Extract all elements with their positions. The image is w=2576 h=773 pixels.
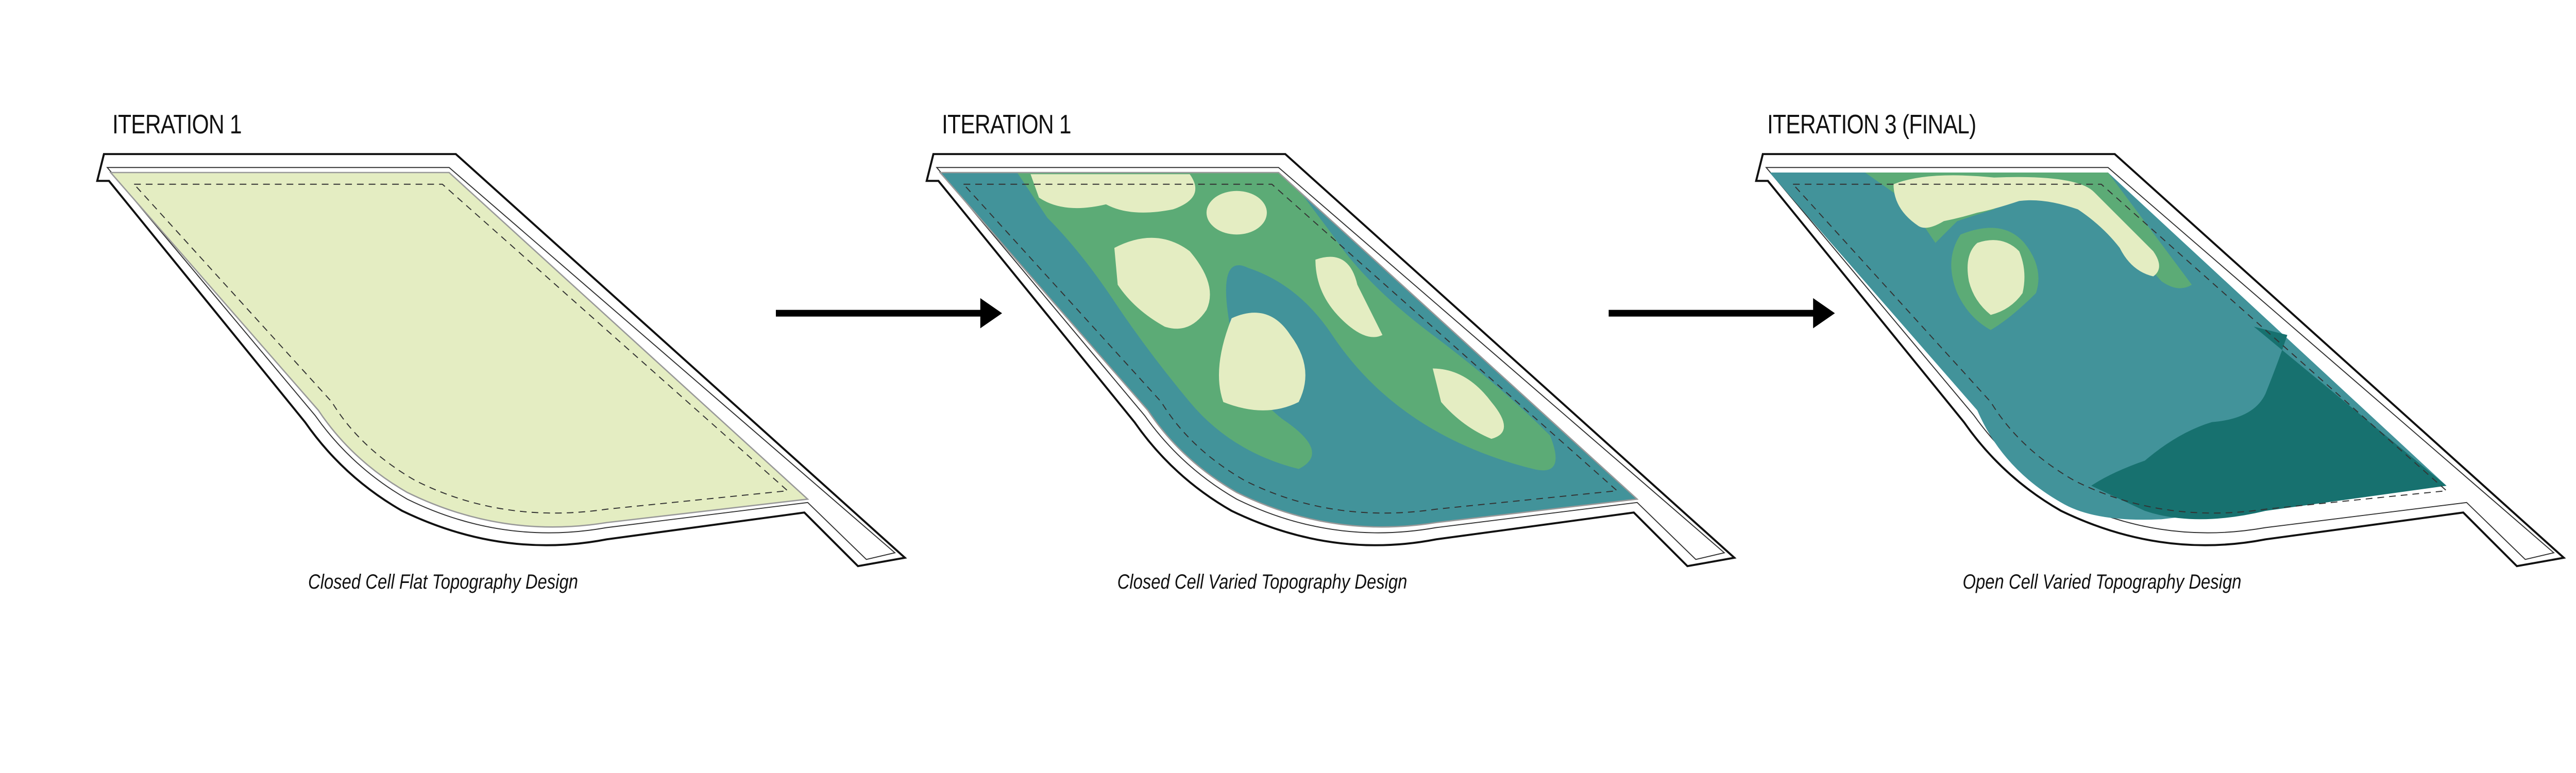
panel-3-caption: Open Cell Varied Topography Design — [1962, 571, 2242, 593]
panel-1-site-plan — [96, 153, 906, 568]
panel-2-caption: Closed Cell Varied Topography Design — [1117, 571, 1408, 593]
arrow-right-icon — [775, 298, 1003, 329]
panel-2-title: ITERATION 1 — [942, 110, 1072, 140]
panel-3-site-plan — [1755, 153, 2565, 568]
arrow-right-icon — [1608, 298, 1835, 329]
open-water-zone — [2091, 327, 2447, 520]
panel-1-title: ITERATION 1 — [112, 110, 242, 140]
panel-3-title: ITERATION 3 (FINAL) — [1767, 110, 1976, 140]
island-areas — [1893, 175, 2159, 315]
panel-1-caption: Closed Cell Flat Topography Design — [308, 571, 578, 593]
panel-2-site-plan — [925, 153, 1736, 568]
